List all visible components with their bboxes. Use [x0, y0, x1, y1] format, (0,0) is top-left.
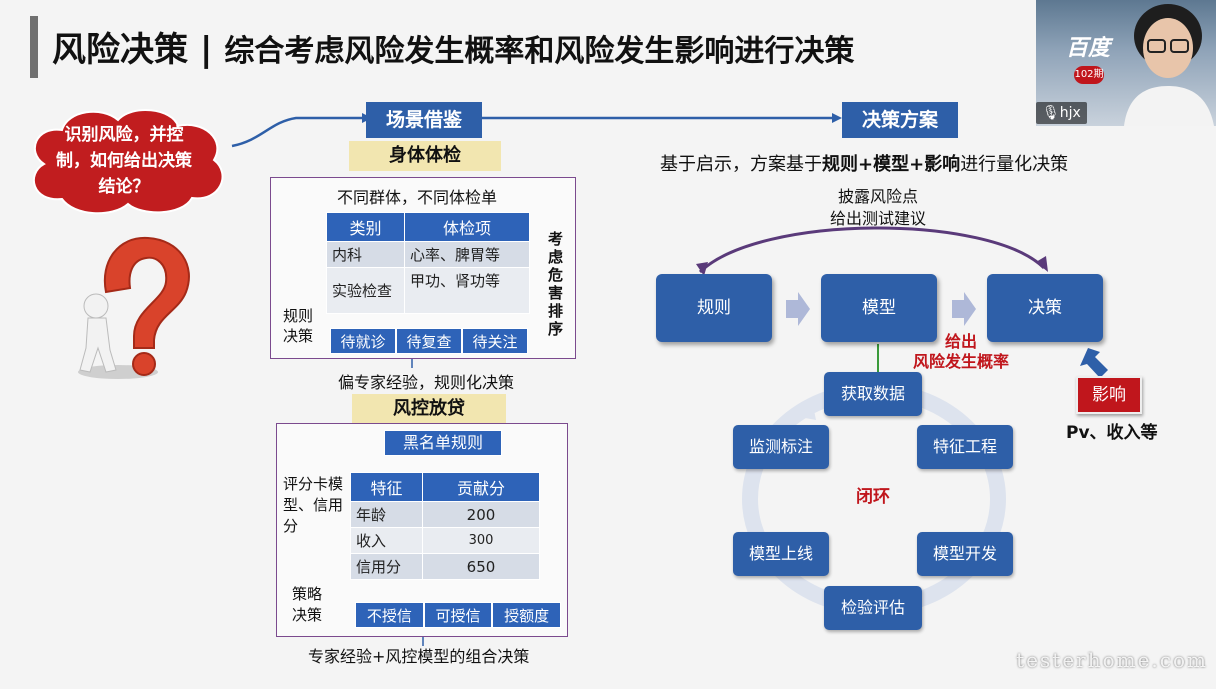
outcome-limit: 授额度 — [492, 602, 562, 628]
expose-risk-note: 披露风险点 给出测试建议 — [818, 186, 938, 230]
plan-summary-plus: + — [909, 154, 925, 175]
expose-line-1: 披露风险点 — [837, 187, 918, 206]
presenter-avatar — [1124, 4, 1214, 126]
title-accent-bar — [30, 16, 38, 78]
title-main: 风险决策 — [52, 30, 188, 70]
physical-intro: 不同群体，不同体检单 — [337, 188, 498, 207]
title-subtitle: 综合考虑风险发生概率和风险发生影响进行决策 — [224, 34, 855, 69]
loop-get-data: 获取数据 — [824, 372, 922, 416]
impact-box: 影响 — [1076, 376, 1142, 414]
impact-note: Pv、收入等 — [1066, 423, 1158, 443]
plan-summary-model: 模型 — [873, 154, 910, 175]
loop-monitor: 监测标注 — [733, 425, 829, 469]
webcam-name-tag: 🎙hjx — [1036, 102, 1087, 124]
node-model: 模型 — [821, 274, 937, 342]
webcam-name: hjx — [1059, 105, 1081, 121]
table-cell: 200 — [422, 501, 540, 528]
cloud-question: 识别风险，并控制，如何给出决策结论？ — [56, 125, 192, 197]
table-cell: 实验检查 — [326, 267, 405, 314]
outcome-visit: 待就诊 — [330, 328, 396, 354]
title-separator: | — [200, 30, 213, 70]
table-cell: 650 — [422, 553, 540, 580]
plan-summary-impact: 影响 — [924, 154, 961, 175]
physical-col-category: 类别 — [326, 212, 405, 242]
scene-header: 场景借鉴 — [366, 102, 482, 138]
plan-summary: 基于启示，方案基于规则+模型+影响进行量化决策 — [660, 150, 1068, 176]
plan-summary-plus: + — [858, 154, 874, 175]
loan-title: 风控放贷 — [352, 394, 506, 424]
blacklist-rule: 黑名单规则 — [384, 430, 502, 456]
table-cell: 收入 — [350, 527, 423, 554]
probability-line-1: 给出 — [944, 332, 977, 351]
physical-table: 类别 体检项 内科 心率、脾胃等 实验检查 甲功、肾功等 — [326, 212, 530, 314]
outcome-credit: 可授信 — [423, 602, 493, 628]
node-decision: 决策 — [987, 274, 1103, 342]
table-cell: 甲功、肾功等 — [404, 267, 530, 314]
probability-note: 给出 风险发生概率 — [900, 332, 1022, 372]
page-title: 风险决策 | 综合考虑风险发生概率和风险发生影响进行决策 — [52, 22, 854, 71]
webcam-banner: 百度 — [1066, 36, 1111, 61]
physical-title: 身体体检 — [349, 141, 501, 171]
table-cell: 内科 — [326, 241, 405, 268]
node-rule: 规则 — [656, 274, 772, 342]
probability-line-2: 风险发生概率 — [912, 352, 1009, 371]
table-cell: 年龄 — [350, 501, 423, 528]
plan-summary-suffix: 进行量化决策 — [960, 154, 1069, 175]
webcam-badge: 102期 — [1074, 66, 1104, 84]
table-cell: 信用分 — [350, 553, 423, 580]
loan-col-score: 贡献分 — [422, 472, 540, 502]
loop-model-development: 模型开发 — [917, 532, 1013, 576]
strategy-decision-label: 策略决策 — [292, 585, 323, 624]
outcome-watch: 待关注 — [462, 328, 528, 354]
hazard-side-label: 考虑危害排序 — [548, 230, 564, 338]
question-mark-icon — [78, 236, 190, 379]
loop-center-label: 闭环 — [856, 487, 890, 507]
physical-col-items: 体检项 — [404, 212, 530, 242]
outcome-recheck: 待复查 — [396, 328, 462, 354]
rule-decision-label: 规则决策 — [283, 307, 314, 345]
plan-summary-prefix: 基于启示，方案基于 — [660, 154, 822, 175]
loop-feature-engineering: 特征工程 — [917, 425, 1013, 469]
microphone-icon: 🎙 — [1042, 105, 1060, 121]
plan-header: 决策方案 — [842, 102, 958, 138]
table-cell: 300 — [422, 527, 540, 554]
loan-outcomes: 不授信 可授信 授额度 — [355, 602, 562, 628]
cloud-shape — [33, 108, 224, 215]
expose-line-2: 给出测试建议 — [829, 209, 926, 228]
scorecard-label: 评分卡模型、信用分 — [283, 475, 344, 535]
outcome-no-credit: 不授信 — [355, 602, 424, 628]
loop-deploy: 模型上线 — [733, 532, 829, 576]
table-cell: 心率、脾胃等 — [404, 241, 530, 268]
combined-decision-note: 专家经验+风控模型的组合决策 — [308, 647, 530, 666]
loan-table: 特征 贡献分 年龄 200 收入 300 信用分 650 — [350, 472, 540, 580]
watermark: testerhome.com — [1016, 648, 1208, 672]
webcam-feed: 百度 102期 🎙hjx — [1036, 0, 1216, 126]
expert-rule-note: 偏专家经验，规则化决策 — [338, 373, 515, 392]
physical-outcomes: 待就诊 待复查 待关注 — [330, 328, 528, 354]
plan-summary-rule: 规则 — [822, 154, 858, 175]
loan-col-feature: 特征 — [350, 472, 423, 502]
loop-evaluation: 检验评估 — [824, 586, 922, 630]
